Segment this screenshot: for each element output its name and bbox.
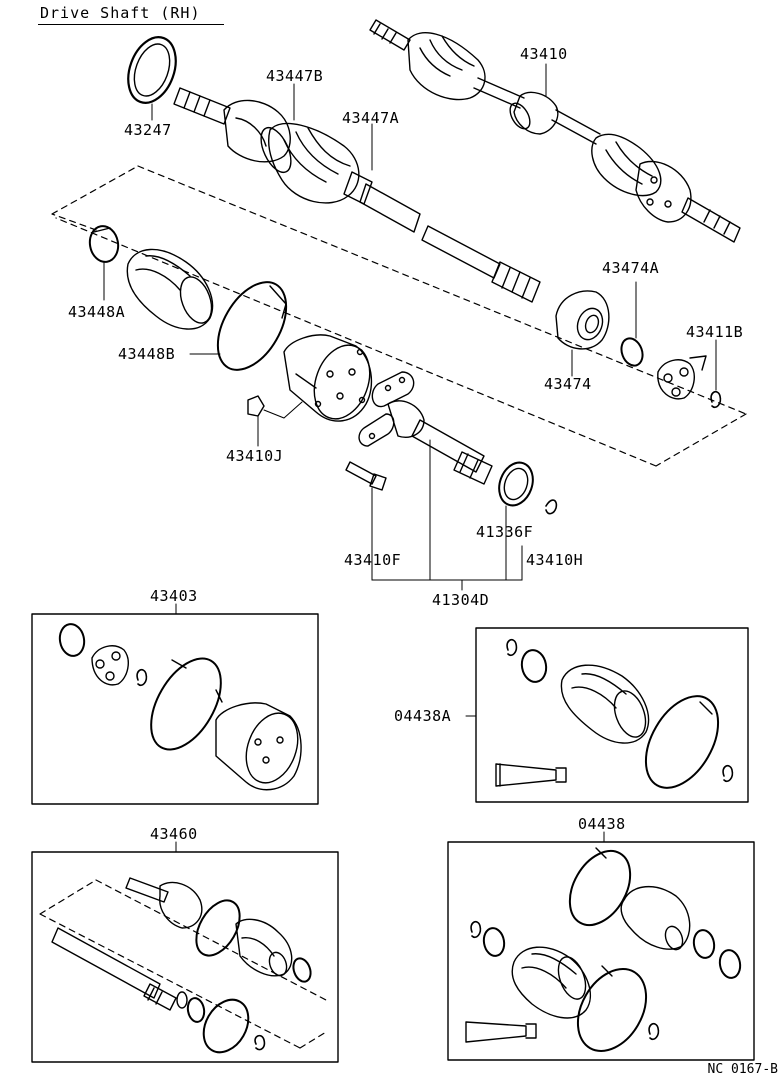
callout-43447A: 43447A bbox=[342, 109, 400, 127]
kit-04438-parts bbox=[465, 847, 742, 1052]
drive-shaft-assembly-43410 bbox=[369, 19, 741, 243]
callout-43410F: 43410F bbox=[344, 551, 402, 569]
drawing-code: NC 0167-B bbox=[707, 1062, 778, 1077]
part-43247-ring bbox=[127, 36, 177, 121]
callout-43410: 43410 bbox=[520, 45, 568, 63]
callout-43410J: 43410J bbox=[226, 447, 284, 465]
callout-04438: 04438 bbox=[578, 815, 626, 833]
part-43410J-nut bbox=[247, 395, 303, 447]
inner-shaft-assembly bbox=[173, 87, 541, 303]
callout-43474: 43474 bbox=[544, 375, 592, 393]
kit-43403-parts bbox=[58, 623, 302, 791]
part-43410F-bolt bbox=[345, 461, 387, 547]
callout-41304D: 41304D bbox=[432, 591, 490, 609]
part-43448A-clamp bbox=[88, 225, 120, 301]
part-inner-joint-housing bbox=[283, 334, 373, 422]
callout-43247: 43247 bbox=[124, 121, 172, 139]
part-43474-damper bbox=[555, 290, 610, 377]
callout-43403: 43403 bbox=[150, 587, 198, 605]
part-43411B-snap-ring bbox=[710, 339, 722, 409]
part-43448B-band bbox=[189, 281, 288, 371]
kit-box-43403 bbox=[31, 613, 319, 805]
kit-43460-parts bbox=[39, 877, 327, 1054]
callout-04438A: 04438A bbox=[394, 707, 452, 725]
dashed-group-outline-middle bbox=[51, 165, 747, 467]
kit-box-43460 bbox=[31, 851, 339, 1063]
kit-04438A-parts bbox=[495, 638, 734, 789]
callout-43460: 43460 bbox=[150, 825, 198, 843]
callout-43411B: 43411B bbox=[686, 323, 744, 341]
part-43474A-clamp bbox=[620, 281, 644, 367]
part-43410H-snap-ring bbox=[545, 499, 558, 515]
callout-43410H: 43410H bbox=[526, 551, 584, 569]
part-flange-bracket bbox=[358, 371, 493, 581]
callout-43448B: 43448B bbox=[118, 345, 176, 363]
kit-box-04438 bbox=[447, 841, 755, 1061]
callout-43447B: 43447B bbox=[266, 67, 324, 85]
kit-box-04438A bbox=[475, 627, 749, 803]
callout-41336F: 41336F bbox=[476, 523, 534, 541]
title-underline bbox=[38, 24, 224, 25]
callout-43448A: 43448A bbox=[68, 303, 126, 321]
part-boot-inner bbox=[126, 248, 214, 330]
diagram-title: Drive Shaft (RH) bbox=[40, 4, 201, 22]
part-41336F-ring bbox=[498, 461, 534, 581]
part-tripod-joint bbox=[657, 355, 707, 400]
callout-43474A: 43474A bbox=[602, 259, 660, 277]
